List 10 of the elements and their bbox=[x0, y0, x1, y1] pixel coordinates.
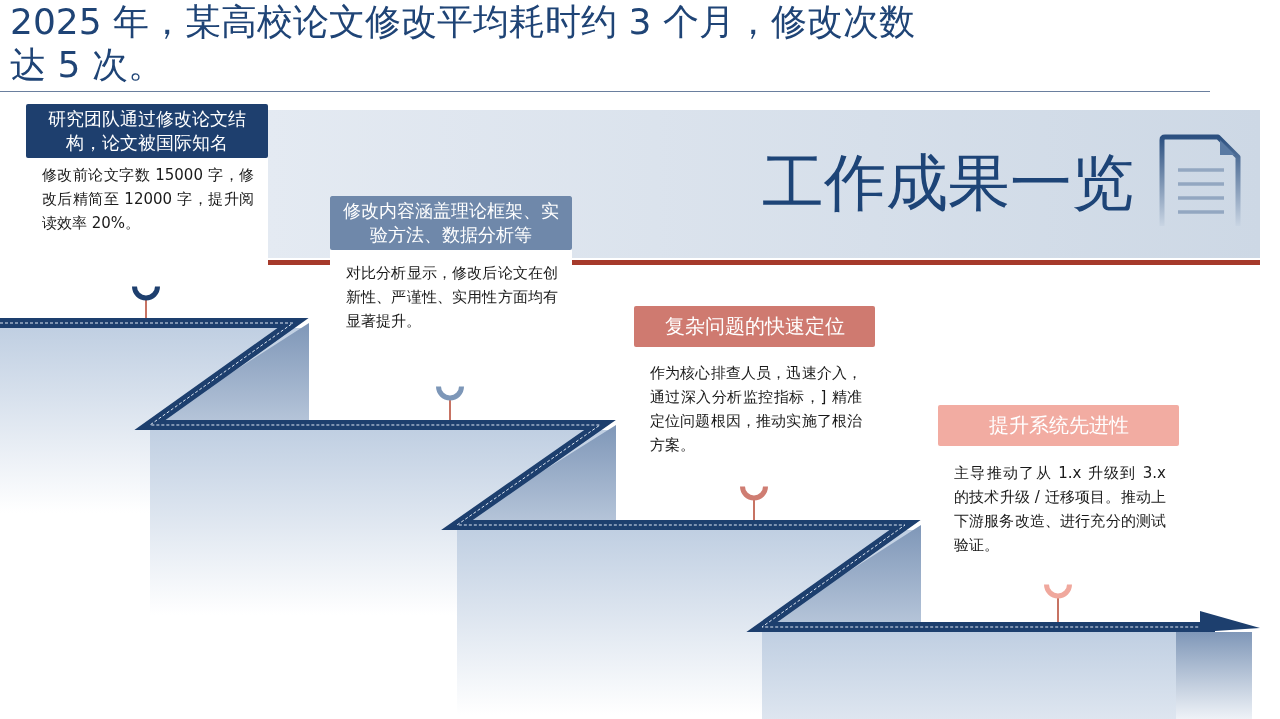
banner-heading: 工作成果一览 bbox=[762, 145, 1134, 221]
card-heading: 研究团队通过修改论文结构，论文被国际知名 bbox=[26, 104, 268, 158]
card-text: 对比分析显示，修改后论文在创新性、严谨性、实用性方面均有显著提升。 bbox=[346, 263, 558, 332]
page-title: 2025 年，某高校论文修改平均耗时约 3 个月，修改次数达 5 次。 bbox=[10, 0, 916, 86]
card-heading: 复杂问题的快速定位 bbox=[634, 306, 875, 347]
card-heading: 修改内容涵盖理论框架、实验方法、数据分析等 bbox=[330, 196, 572, 250]
card-heading: 提升系统先进性 bbox=[938, 405, 1179, 446]
card-text: 主导推动了从 1.x 升级到 3.x 的技术升级 / 迁移项目。推动上下游服务改造、进行充分的测试验证。 bbox=[954, 463, 1166, 556]
card-text: 修改前论文字数 15000 字，修改后精简至 12000 字，提升阅读效率 20%。 bbox=[42, 165, 254, 234]
card-text: 作为核心排查人员，迅速介入，通过深入分析监控指标，] 精准定位问题根因，推动实施了根治方案。 bbox=[650, 363, 862, 456]
